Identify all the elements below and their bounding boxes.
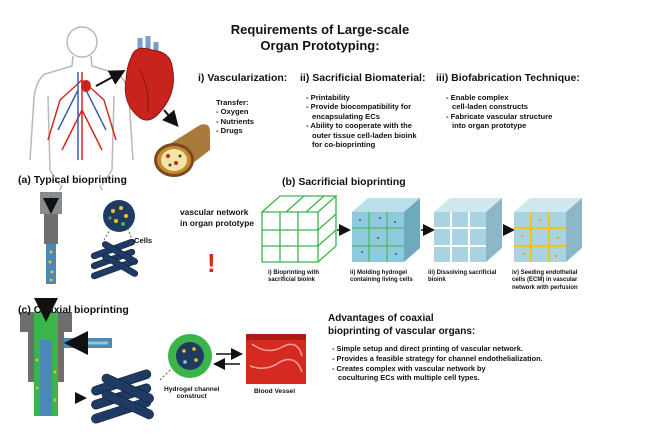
construct-caption-line1: Hydrogel channel — [164, 386, 220, 393]
advantage-item: - Provides a feasible strategy for chann… — [332, 353, 543, 363]
transfer-item: - Drugs — [216, 126, 243, 136]
cells-label: Cells — [134, 236, 153, 245]
heart-illustration — [124, 36, 174, 121]
scaffold-cube-1 — [260, 195, 338, 263]
vessel-cross-section — [154, 124, 210, 177]
sacrificial-item: for co-bioprinting — [312, 140, 376, 150]
biofabrication-heading: iii) Biofabrication Technique: — [436, 72, 580, 84]
panel-b-heading: (b) Sacrificial bioprinting — [282, 176, 406, 188]
vascular-network-note: vascular network in organ prototype — [180, 207, 254, 229]
caption-line: i) Bioprinting with — [268, 270, 319, 276]
biofabrication-item: - Enable complex — [446, 93, 509, 102]
caption-line: ii) Molding hydrogel — [350, 270, 407, 276]
hydrogel-channel-construct — [159, 334, 212, 381]
sacrificial-list: - Printability - Provide biocompatibilit… — [306, 93, 417, 149]
caption-line: sacrificial bioink — [268, 277, 316, 284]
blood-vessel-block — [246, 334, 306, 384]
vascular-note-line2: in organ prototype — [180, 218, 254, 228]
caption-line: bioink — [428, 277, 446, 284]
advantages-title-line2: bioprinting of vascular organs: — [328, 326, 476, 337]
sacrificial-item: - Ability to cooperate with the — [306, 121, 413, 131]
page-title: Requirements of Large-scale Organ Protot… — [195, 22, 445, 54]
sacrificial-item: - Provide biocompatibility for — [306, 102, 412, 112]
transfer-label: Transfer: — [216, 98, 249, 107]
panel-a-heading: (a) Typical bioprinting — [18, 174, 127, 186]
biofabrication-item: into organ prototype — [452, 121, 527, 131]
transfer-item: - Nutrients — [216, 116, 254, 126]
caption-line: cells (ECM) in vascular — [512, 277, 578, 284]
transfer-list: Transfer: - Oxygen - Nutrients - Drugs — [216, 98, 254, 136]
construct-caption-line2: construct — [176, 393, 207, 401]
sacrificial-item: outer tissue cell-laden bioink — [312, 130, 417, 140]
dissolved-cube-3 — [434, 198, 502, 262]
caption-line: containing living cells — [350, 277, 413, 284]
vascular-note-line1: vascular network — [180, 207, 249, 217]
body-vessels — [47, 72, 117, 160]
caption-line: iii) Dissolving sacrificial — [428, 270, 497, 276]
sacrificial-item: encapsulating ECs — [312, 111, 380, 121]
printed-lattice-a — [90, 238, 139, 280]
transfer-item: - Oxygen — [216, 107, 249, 117]
biofabrication-list: - Enable complex cell-laden constructs -… — [446, 93, 552, 131]
warning-exclamation: ! — [207, 248, 216, 278]
advantages-list: - Simple setup and direct printing of va… — [332, 344, 543, 383]
advantage-item: - Simple setup and direct printing of va… — [332, 344, 523, 353]
nozzle-a — [40, 192, 62, 284]
construct-caption: Hydrogel channel construct — [164, 386, 219, 401]
vascularization-heading: i) Vascularization: — [198, 72, 288, 84]
cells-bubble — [103, 200, 135, 241]
coaxial-nozzle — [20, 298, 112, 416]
step-4-caption: iv) Seeding endothelial cells (ECM) in v… — [512, 270, 578, 292]
seeded-cube-4 — [514, 198, 582, 262]
coaxial-lattice — [91, 369, 154, 424]
advantage-item: - Creates complex with vascular network … — [332, 363, 486, 373]
advantages-title: Advantages of coaxial bioprinting of vas… — [328, 312, 475, 338]
sacrificial-item: - Printability — [306, 93, 350, 102]
biofabrication-item: - Fabricate vascular structure — [446, 111, 553, 121]
panel-c-heading: (c) Coaxial bioprinting — [18, 304, 129, 316]
arrow-heart-to-vessel — [162, 109, 179, 128]
caption-line: network with perfusion — [512, 284, 578, 291]
hydrogel-cube-2 — [352, 198, 420, 262]
step-1-caption: i) Bioprinting with sacrificial bioink — [268, 270, 319, 285]
arrow-body-to-heart — [95, 70, 126, 87]
biofabrication-item: cell-laden constructs — [452, 102, 528, 112]
step-2-caption: ii) Molding hydrogel containing living c… — [350, 270, 413, 285]
step-3-caption: iii) Dissolving sacrificial bioink — [428, 270, 496, 285]
caption-line: iv) Seeding endothelial — [512, 270, 578, 276]
sacrificial-heading: ii) Sacrificial Biomaterial: — [300, 72, 426, 84]
advantages-title-line1: Advantages of coaxial — [328, 313, 434, 324]
advantage-item: coculturing ECs with multiple cell types… — [338, 373, 480, 383]
page-title-line1: Requirements of Large-scale — [230, 22, 410, 37]
blood-vessel-label: Blood Vessel — [254, 388, 296, 395]
page-title-line2: Organ Prototyping: — [260, 38, 380, 53]
